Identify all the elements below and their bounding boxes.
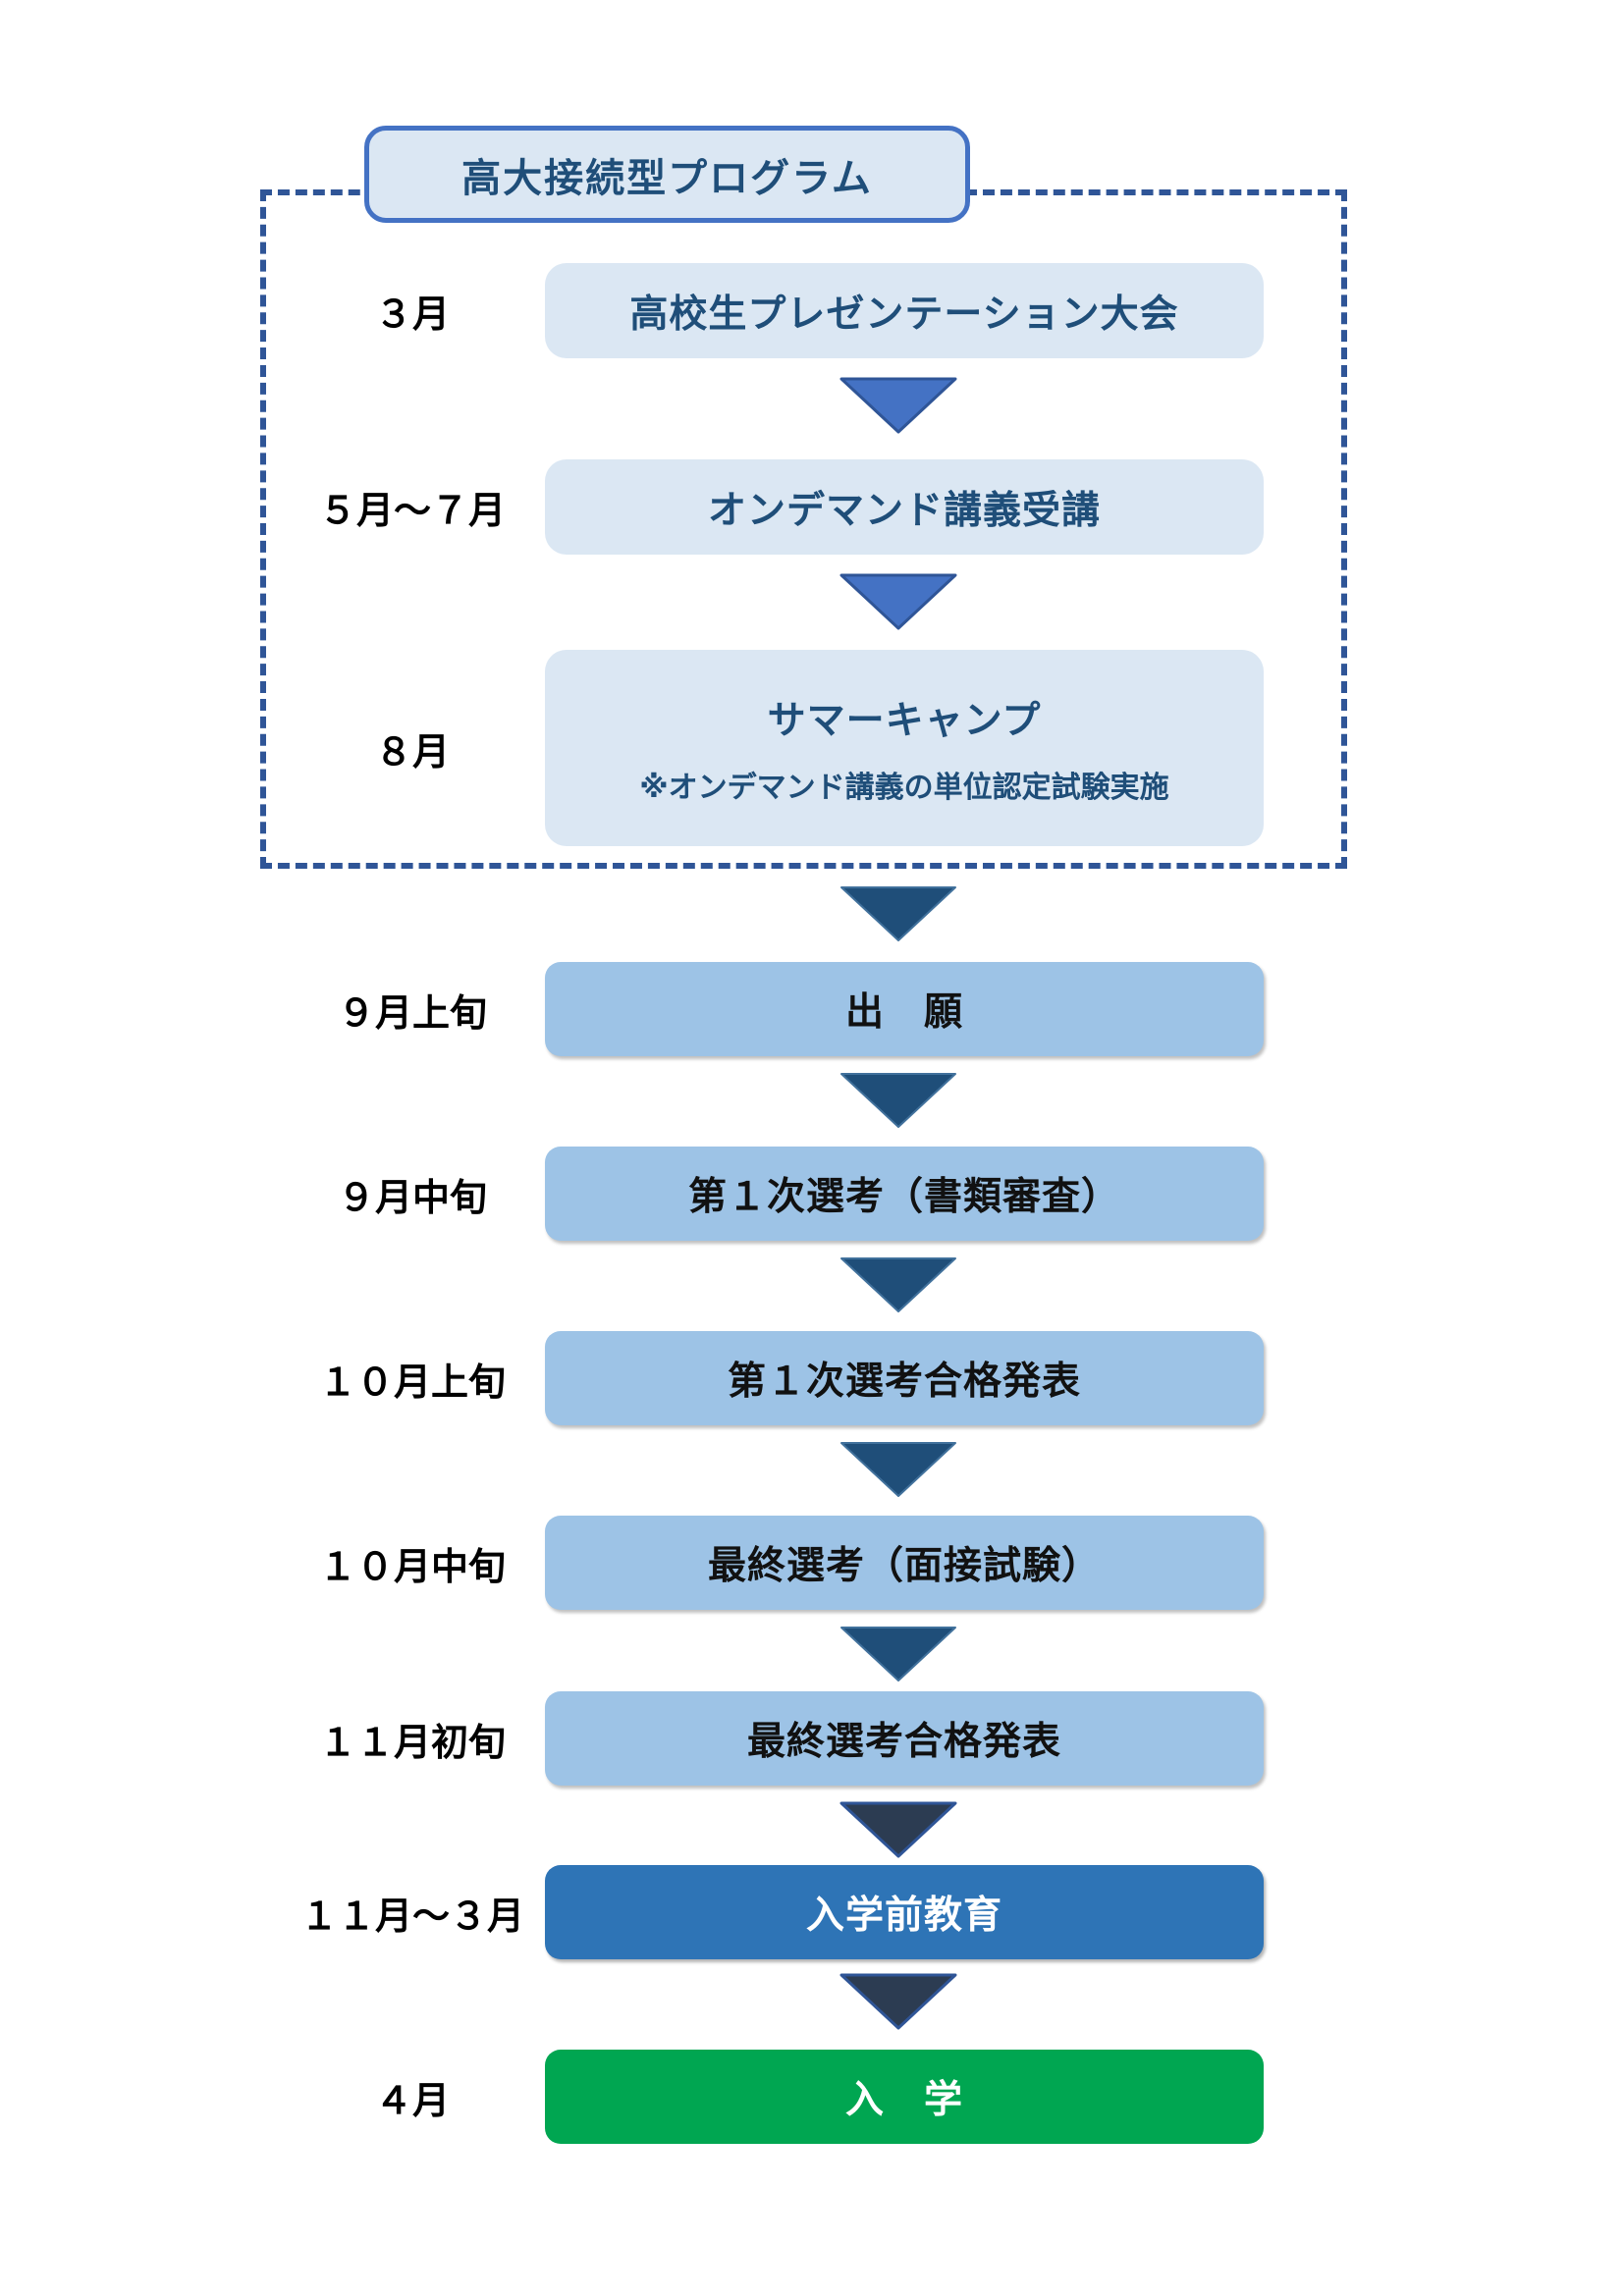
step-row-pre-entrance: １１月～３月 入学前教育 <box>0 1865 1624 1959</box>
step-box-pre-entrance: 入学前教育 <box>545 1865 1264 1959</box>
step-period-pre-entrance: １１月～３月 <box>299 1896 524 1938</box>
step-period-ondemand: ５月～７月 <box>318 491 506 532</box>
down-arrow-icon <box>839 885 957 942</box>
step-row-entrance: ４月 入 学 <box>0 2050 1624 2144</box>
step-period-final-screening: １０月中旬 <box>318 1546 506 1588</box>
step-row-presentation: ３月 高校生プレゼンテーション大会 <box>0 263 1624 358</box>
step-box-summer-camp: サマーキャンプ ※オンデマンド講義の単位認定試験実施 <box>545 650 1264 846</box>
step-period-presentation: ３月 <box>374 294 450 336</box>
down-arrow-icon <box>839 573 957 630</box>
step-row-first-result: １０月上旬 第１次選考合格発表 <box>0 1331 1624 1425</box>
step-period-summer-camp: ８月 <box>374 731 450 774</box>
program-title-box: 高大接続型プログラム <box>364 126 970 223</box>
step-box-final-screening: 最終選考（面接試験） <box>545 1516 1264 1610</box>
step-row-application: ９月上旬 出 願 <box>0 962 1624 1056</box>
down-arrow-icon <box>839 1072 957 1129</box>
step-period-entrance: ４月 <box>374 2080 450 2122</box>
step-row-first-screening: ９月中旬 第１次選考（書類審査） <box>0 1147 1624 1241</box>
down-arrow-icon <box>839 1256 957 1313</box>
step-row-summer-camp: ８月 サマーキャンプ ※オンデマンド講義の単位認定試験実施 <box>0 650 1624 846</box>
step-box-final-result: 最終選考合格発表 <box>545 1691 1264 1786</box>
step-box-presentation: 高校生プレゼンテーション大会 <box>545 263 1264 358</box>
step-box-application: 出 願 <box>545 962 1264 1056</box>
down-arrow-icon <box>839 1973 957 2030</box>
step-row-final-screening: １０月中旬 最終選考（面接試験） <box>0 1516 1624 1610</box>
step-period-application: ９月上旬 <box>337 992 487 1035</box>
down-arrow-icon <box>839 1801 957 1858</box>
step-row-final-result: １１月初旬 最終選考合格発表 <box>0 1691 1624 1786</box>
step-box-first-screening: 第１次選考（書類審査） <box>545 1147 1264 1241</box>
step-period-first-result: １０月上旬 <box>318 1362 506 1404</box>
step-box-entrance: 入 学 <box>545 2050 1264 2144</box>
down-arrow-icon <box>839 1626 957 1682</box>
summer-camp-note: ※オンデマンド講義の単位認定試験実施 <box>639 772 1169 804</box>
program-title: 高大接続型プログラム <box>461 156 873 200</box>
step-period-first-screening: ９月中旬 <box>337 1177 487 1219</box>
step-row-ondemand: ５月～７月 オンデマンド講義受講 <box>0 459 1624 555</box>
summer-camp-label: サマーキャンプ <box>767 700 1042 742</box>
step-period-final-result: １１月初旬 <box>318 1722 506 1764</box>
step-box-first-result: 第１次選考合格発表 <box>545 1331 1264 1425</box>
step-box-ondemand: オンデマンド講義受講 <box>545 459 1264 555</box>
down-arrow-icon <box>839 377 957 434</box>
down-arrow-icon <box>839 1441 957 1498</box>
